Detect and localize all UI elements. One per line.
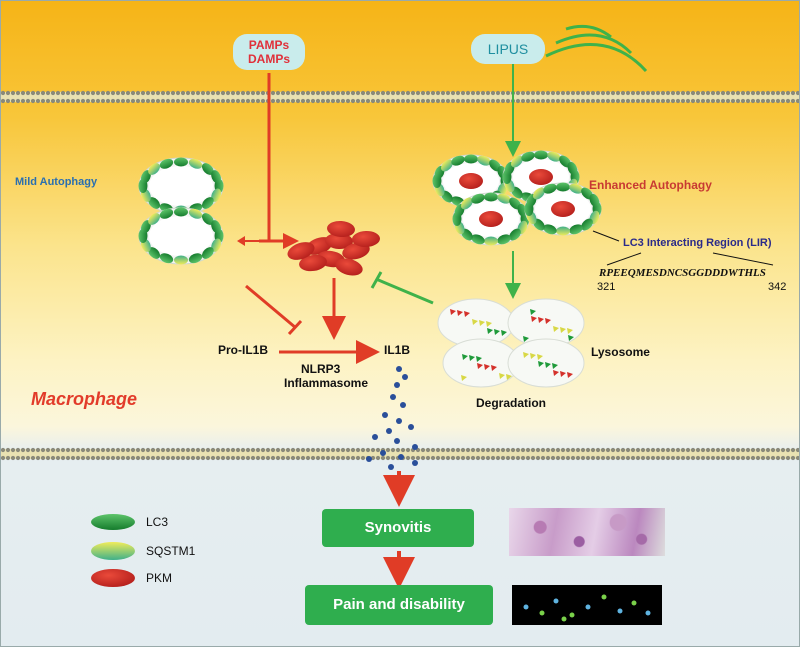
lysosome-inhibit-pkm-line [375, 277, 434, 305]
lir-end-position: 342 [768, 281, 787, 293]
enhanced-autophagosome-3 [452, 192, 530, 246]
il1b-dot [372, 434, 378, 440]
il1b-dot [394, 438, 400, 444]
lir-label: LC3 Interacting Region (LIR) [623, 237, 772, 249]
pkm-aggregate-blob [335, 258, 363, 276]
legend-pkm-label: PKM [146, 571, 173, 585]
synovium-histology-image [509, 508, 665, 556]
legend-pkm-swatch [91, 569, 135, 587]
inflammasome-label: Inflammasome [284, 376, 369, 390]
il1b-dot [396, 366, 402, 372]
pkm-inhibit-proil1b-line [245, 284, 297, 330]
pkm-aggregate-blob [299, 254, 327, 272]
il1b-dot [382, 412, 388, 418]
legend-lc3-swatch [91, 514, 135, 530]
il1b-label: IL1B [384, 343, 411, 357]
il1b-dot [380, 450, 386, 456]
legend-sqstm1-swatch [91, 542, 135, 560]
lipus-signal: LIPUS [471, 34, 545, 64]
fluorescence-image [512, 585, 662, 625]
lir-start-position: 321 [597, 281, 616, 293]
mild-autophagosome-2 [138, 207, 224, 265]
il1b-dot [394, 382, 400, 388]
proil1b-inhibit-bar [287, 319, 303, 336]
mild-autophagy-label: Mild Autophagy [15, 176, 98, 188]
lower-membrane [1, 447, 799, 461]
lysosome-label: Lysosome [591, 345, 650, 359]
pkm-aggregate-blob [327, 220, 355, 238]
fluorescence-speck [585, 604, 591, 610]
enhanced-autophagy-label: Enhanced Autophagy [589, 178, 712, 192]
il1b-dot [398, 454, 404, 460]
pain-disability-box: Pain and disability [305, 585, 493, 625]
fluorescence-speck [631, 600, 637, 606]
enhanced-autophagosome-4 [524, 182, 602, 236]
pro-il1b-label: Pro-IL1B [218, 343, 269, 357]
lysosome-cell [442, 338, 520, 388]
fluorescence-speck [617, 608, 623, 614]
il1b-dot [390, 394, 396, 400]
fluorescence-speck [539, 610, 545, 616]
pkm-aggregate-blob [325, 232, 353, 250]
lysosome-inhibit-bar [370, 271, 383, 289]
fluorescence-speck [569, 612, 575, 618]
il1b-dot [396, 418, 402, 424]
macrophage-label: Macrophage [31, 389, 138, 409]
pkm-aggregate-blob [352, 230, 380, 248]
il1b-dot [402, 374, 408, 380]
nlrp3-label: NLRP3 [301, 362, 341, 376]
degradation-label: Degradation [476, 396, 547, 410]
autophagosomes [138, 150, 602, 388]
il1b-dot [412, 460, 418, 466]
il1b-dot [412, 444, 418, 450]
synovitis-box: Synovitis [322, 509, 474, 547]
legend-sqstm1-label: SQSTM1 [146, 544, 196, 558]
fluorescence-speck [561, 616, 567, 622]
il1b-secretion-dots [366, 366, 418, 470]
il1b-dot [408, 424, 414, 430]
fluorescence-speck [601, 594, 607, 600]
lysosome-cell [507, 338, 585, 388]
fluorescence-speck [523, 604, 529, 610]
pathway-arrows [237, 61, 521, 589]
double-arrow-head [237, 236, 245, 246]
lysosome-cell [507, 298, 585, 348]
il1b-dot [400, 402, 406, 408]
il1b-dot [366, 456, 372, 462]
fluorescence-speck [553, 598, 559, 604]
fluorescence-speck [645, 610, 651, 616]
legend-lc3-label: LC3 [146, 515, 169, 529]
pamps-damps-signal: PAMPs DAMPs [233, 34, 305, 70]
il1b-dot [386, 428, 392, 434]
lir-sequence: RPEEQMESDNCSGGDDDWTHLS [599, 267, 766, 279]
il1b-dot [388, 464, 394, 470]
mild-autophagosome-1 [138, 157, 224, 215]
